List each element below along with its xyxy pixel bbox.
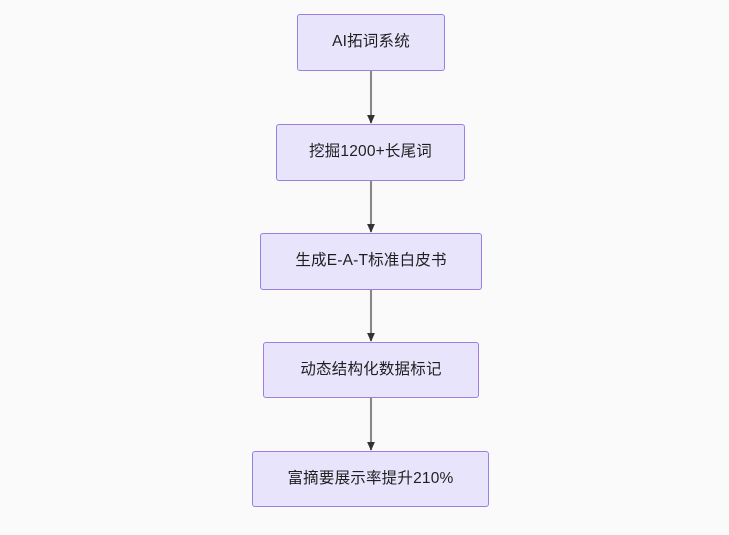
flowchart-node-ai-keyword-system[interactable]: AI拓词系统 <box>297 14 445 71</box>
flowchart-node-label: 挖掘1200+长尾词 <box>308 143 433 161</box>
flowchart-node-generate-eat-whitepaper[interactable]: 生成E-A-T标准白皮书 <box>260 233 482 290</box>
flowchart-node-label: AI拓词系统 <box>332 33 410 51</box>
flowchart-node-dynamic-structured-data-markup[interactable]: 动态结构化数据标记 <box>263 342 479 398</box>
flowchart-node-rich-snippet-impression-uplift[interactable]: 富摘要展示率提升210% <box>252 451 489 507</box>
flowchart-node-label: 富摘要展示率提升210% <box>287 469 454 487</box>
flowchart-node-label: 生成E-A-T标准白皮书 <box>295 252 447 270</box>
flowchart-node-mine-longtail-keywords[interactable]: 挖掘1200+长尾词 <box>276 124 465 181</box>
flowchart-node-label: 动态结构化数据标记 <box>300 360 442 378</box>
